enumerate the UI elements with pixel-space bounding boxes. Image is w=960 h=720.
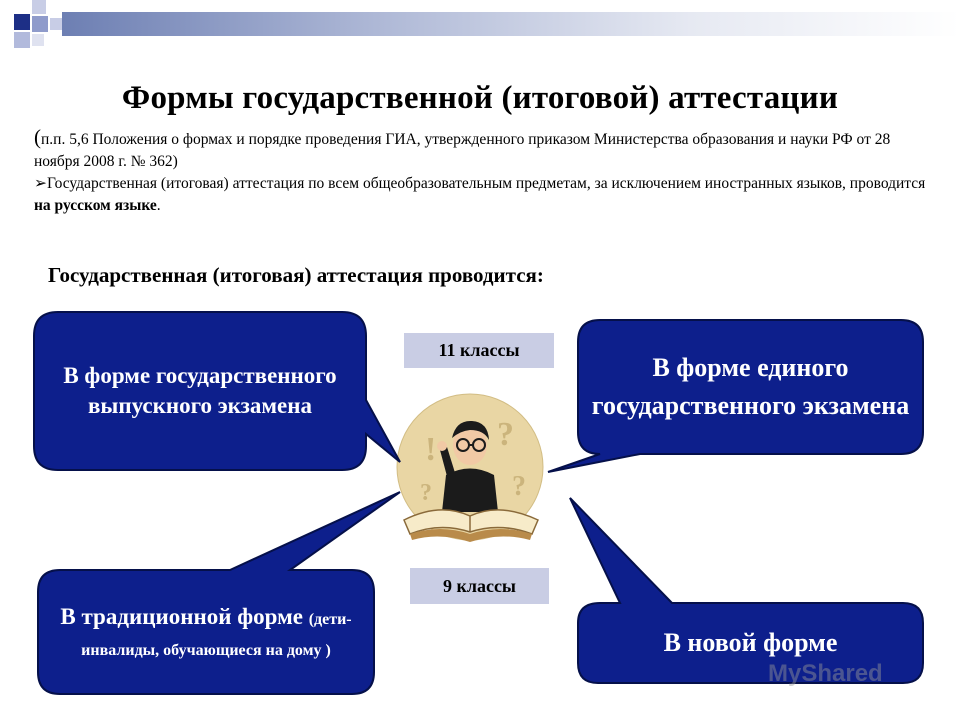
new-form-bubble: В новой форме — [578, 603, 923, 683]
traditional-form-text: В традиционной форме (дети-инвалиды, обу… — [38, 601, 374, 663]
note-line-2: Государственная (итоговая) аттестация по… — [47, 175, 926, 192]
unified-state-exam-bubble: В форме единого государственного экзамен… — [578, 320, 923, 454]
legal-note: (п.п. 5,6 Положения о формах и порядке п… — [34, 126, 934, 217]
bubble-ege-shape — [547, 319, 924, 473]
traditional-form-note: (дети-инвалиды, обучающиеся на дому ) — [81, 610, 352, 659]
watermark-logo: MyShared — [768, 660, 883, 687]
svg-text:?: ? — [420, 480, 432, 506]
bullet-arrow-icon: ➢ — [34, 175, 47, 192]
traditional-form-bubble: В традиционной форме (дети-инвалиды, обу… — [38, 570, 374, 694]
traditional-form-main: В традиционной форме — [60, 603, 303, 629]
note-line-2-end: . — [156, 197, 161, 214]
note-open-paren: ( — [34, 125, 41, 149]
bubble-trad-shape — [37, 491, 401, 695]
note-line-2-bold: на русском языке — [34, 197, 157, 214]
student-with-book-icon: ! ? ? ? — [403, 416, 539, 542]
state-final-exam-text: В форме государственного выпускного экза… — [63, 363, 337, 418]
section-heading: Государственная (итоговая) аттестация пр… — [48, 263, 544, 287]
note-line-1: п.п. 5,6 Положения о формах и порядке пр… — [34, 131, 891, 170]
grade-9-label: 9 классы — [410, 568, 549, 604]
corner-decoration — [14, 0, 62, 48]
svg-text:?: ? — [497, 416, 514, 453]
bubble-new-shape — [569, 497, 924, 684]
grade-11-label: 11 классы — [404, 333, 554, 368]
header-gradient-bar — [62, 12, 960, 36]
svg-text:!: ! — [425, 431, 436, 468]
bubble-ge-shape — [33, 311, 401, 471]
svg-text:?: ? — [512, 471, 526, 502]
state-final-exam-bubble: В форме государственного выпускного экза… — [34, 312, 366, 470]
new-form-text: В новой форме — [663, 628, 838, 658]
page-title: Формы государственной (итоговой) аттеста… — [121, 80, 839, 116]
unified-state-exam-text: В форме единого государственного экзамен… — [591, 353, 910, 420]
